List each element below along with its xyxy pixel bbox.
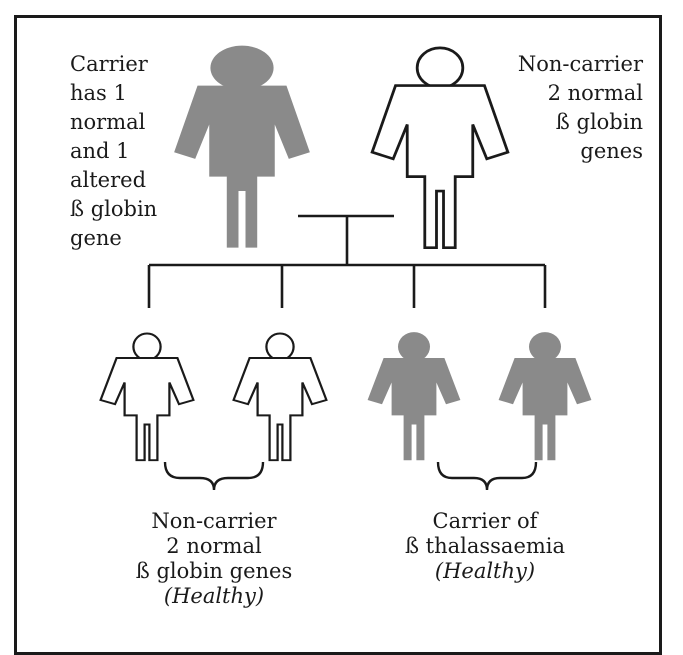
carrier-parent-label-line: altered	[70, 168, 147, 192]
non-carrier-children-label: Non-carrier 2 normal ß globin genes (Hea…	[134, 509, 294, 609]
non-carrier-children-label-line: 2 normal	[166, 534, 262, 558]
non-carrier-parent-label-line: ß globin	[555, 110, 643, 134]
carrier-parent-label: Carrier has 1 normal and 1 altered ß glo…	[70, 50, 157, 253]
carrier-children-label-line: ß thalassaemia	[404, 534, 566, 558]
carrier-parent-head	[210, 45, 274, 91]
carrier-parent-label-line: ß globin	[70, 197, 158, 221]
non-carrier-children-label-line: ß globin genes	[135, 559, 293, 583]
non-carrier-healthy-note: (Healthy)	[163, 584, 265, 608]
child-non-carrier-1	[99, 332, 195, 462]
non-carrier-parent-label-line: genes	[580, 139, 643, 163]
carrier-parent-label-line: has 1	[70, 81, 127, 105]
carrier-parent-figure	[174, 45, 310, 248]
non-carrier-parent-head	[415, 46, 465, 90]
carrier-parent-label-line: Carrier	[70, 52, 148, 76]
carrier-parent-label-line: normal	[70, 110, 146, 134]
non-carrier-parent-label-line: Non-carrier	[517, 52, 643, 76]
carrier-parent-label-line: gene	[70, 226, 122, 250]
non-carrier-brace	[163, 461, 265, 491]
non-carrier-children-label-line: Non-carrier	[151, 509, 277, 533]
carrier-healthy-note: (Healthy)	[434, 559, 536, 583]
carrier-parent-label-line: and 1	[70, 139, 130, 163]
child-carrier-2	[498, 332, 592, 461]
carrier-brace	[436, 461, 538, 491]
child-carrier-1	[367, 332, 461, 461]
pedigree-connectors	[147, 214, 547, 308]
non-carrier-parent-figure	[370, 46, 510, 250]
non-carrier-parent-label-line: 2 normal	[547, 81, 643, 105]
carrier-children-label-line: Carrier of	[432, 509, 538, 533]
child-non-carrier-2	[232, 332, 328, 462]
carrier-children-label: Carrier of ß thalassaemia (Healthy)	[400, 509, 570, 584]
non-carrier-parent-label: Non-carrier 2 normal ß globin genes	[518, 50, 643, 166]
